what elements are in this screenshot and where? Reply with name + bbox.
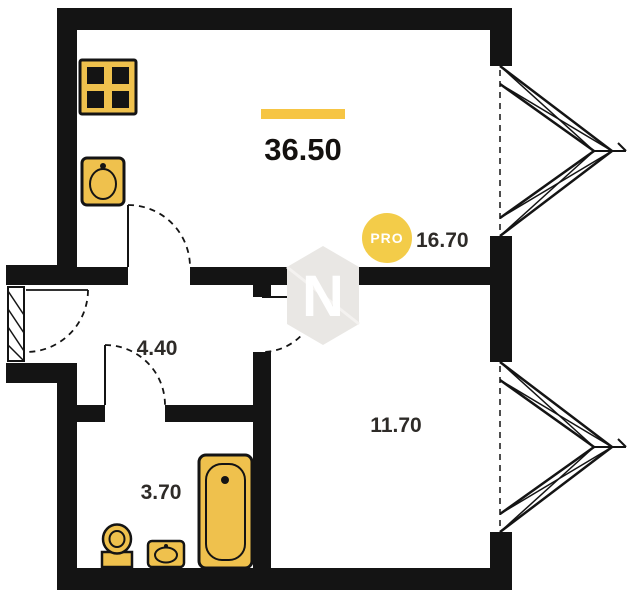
stove-burner — [112, 91, 129, 108]
bay-window-cross — [499, 379, 613, 448]
window-hatch — [7, 308, 25, 334]
bay-window-cross — [499, 65, 595, 152]
walls — [6, 8, 512, 590]
bathtub-inner — [205, 463, 246, 561]
wall-bottom — [57, 568, 512, 590]
watermark-logo-letter: N — [302, 264, 344, 329]
window-hatch — [7, 326, 25, 352]
bay-window-cross — [499, 150, 613, 219]
bay-window-cross — [499, 83, 613, 152]
bay-window-apex-tick — [617, 438, 627, 448]
wall-interior-vertical-stub — [253, 285, 271, 297]
wall-left-upper — [57, 8, 77, 267]
wall-bathroom-left — [77, 405, 105, 422]
kitchen-sink-icon — [80, 156, 126, 207]
stove-icon — [78, 58, 138, 116]
wall-right-top-corner — [490, 8, 512, 66]
bay-window-inner-line — [499, 82, 597, 220]
room-area-label-hallway: 4.40 — [137, 337, 178, 360]
door-swing-arc-bathroom — [104, 344, 166, 406]
watermark-pro-text: PRO — [370, 230, 403, 246]
stove-burner — [87, 91, 104, 108]
wall-top — [57, 8, 512, 30]
bathtub-drain — [221, 476, 229, 484]
bathtub-body — [197, 453, 254, 570]
bay-window-apex-tick — [617, 142, 627, 152]
door-swing-arc-living — [127, 204, 191, 268]
bathtub-icon — [197, 453, 254, 570]
total-area-accent-bar — [261, 109, 345, 119]
room-area-label-room: 11.70 — [370, 414, 421, 437]
toilet-bowl — [101, 523, 133, 555]
window-hatch — [7, 290, 25, 316]
bay-window-cross — [499, 361, 595, 448]
stove-burner — [87, 67, 104, 84]
bay-window-top — [499, 65, 627, 237]
wall-niche-top — [6, 265, 77, 285]
room-area-label-bathroom: 3.70 — [141, 481, 182, 504]
watermark: N PRO — [286, 213, 412, 345]
stove-burner — [112, 67, 129, 84]
hallway-window — [7, 286, 25, 362]
window-frame — [7, 286, 25, 362]
room-area-label-living: 16.70 — [416, 229, 469, 252]
washbasin-faucet — [164, 544, 168, 548]
wall-left-lower — [57, 363, 77, 590]
wall-interior-vertical-lower — [253, 352, 271, 568]
wall-right-middle — [490, 236, 512, 362]
washbasin-icon — [146, 539, 186, 569]
bay-window-cross — [499, 150, 595, 237]
window-hatch — [7, 344, 25, 362]
wall-right-bottom-corner — [490, 532, 512, 590]
watermark-logo-facet — [286, 265, 360, 326]
total-area-label: 36.50 — [264, 132, 342, 167]
bay-window-inner-line — [499, 378, 597, 516]
sink-faucet — [100, 163, 106, 169]
watermark-pro-badge — [362, 213, 412, 263]
toilet-icon — [100, 523, 134, 569]
bay-window-cross — [499, 446, 595, 533]
bay-window-cross — [499, 446, 613, 515]
wall-bathroom-right — [165, 405, 253, 422]
bay-window-bottom — [499, 361, 627, 533]
wall-interior-horizontal-left — [77, 267, 128, 285]
toilet-bowl-inner — [108, 530, 126, 548]
door-swing-arc-entrance — [25, 289, 89, 353]
